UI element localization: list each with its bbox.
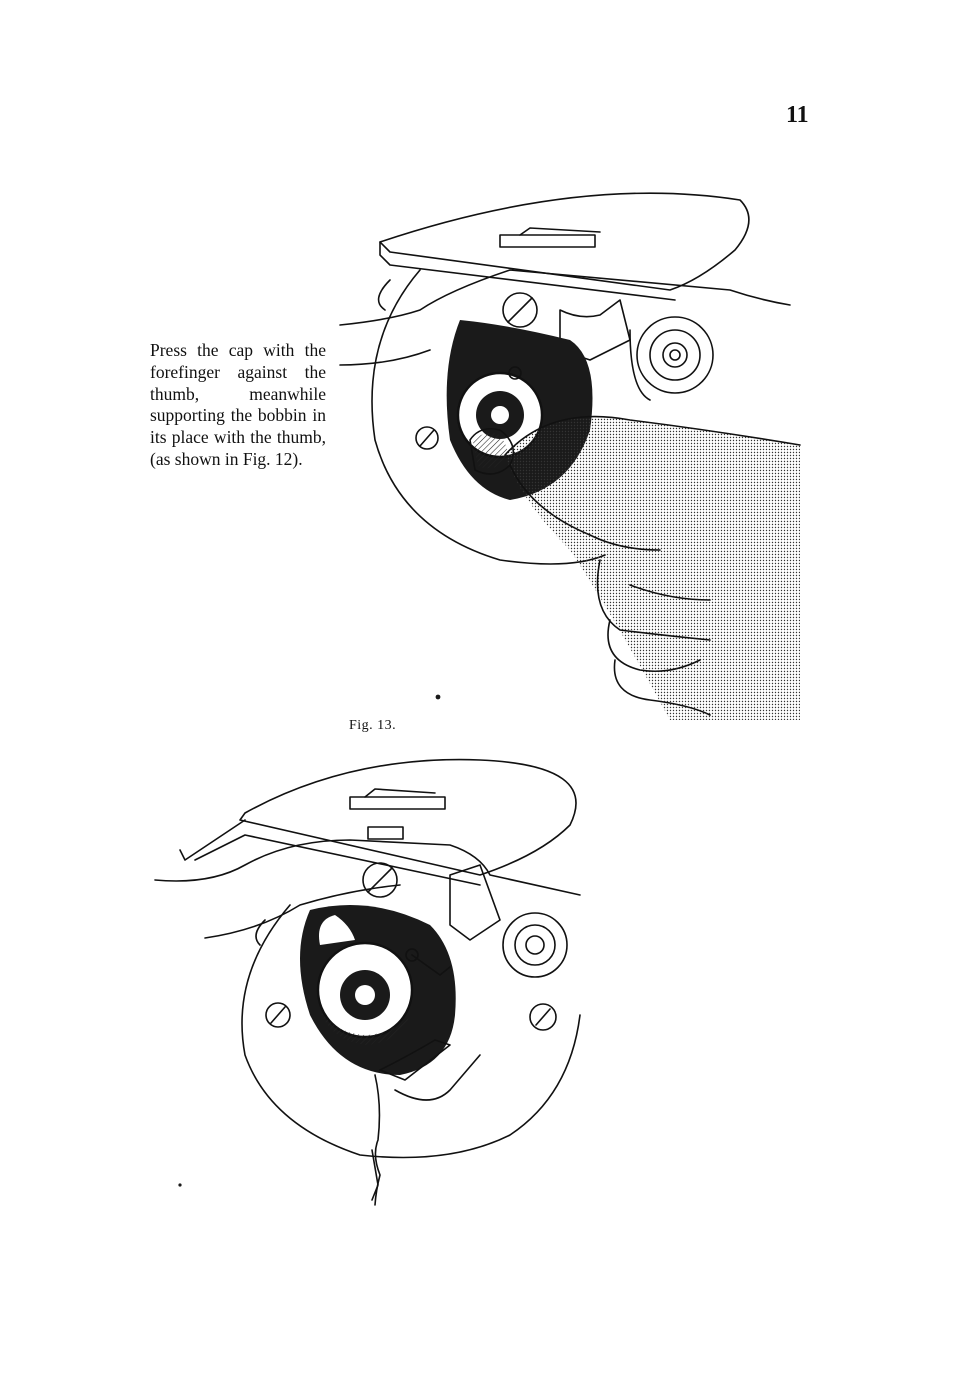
page-number: 11 (786, 102, 809, 129)
instruction-text: Press the cap with the forefinger agains… (150, 340, 326, 471)
figure-caption: Fig. 13. (349, 718, 396, 734)
figure-13-illustration (150, 745, 620, 1215)
figure-12-illustration (330, 190, 810, 720)
